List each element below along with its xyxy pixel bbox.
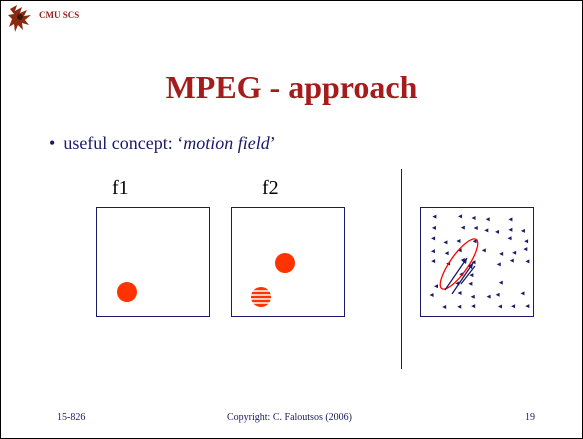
motion-vector-icon: [468, 281, 473, 286]
motion-vector-icon: [470, 294, 475, 299]
motion-vector-icon: [457, 304, 462, 309]
bullet-italic-term: motion field: [183, 133, 270, 153]
header-label: CMU SCS: [39, 10, 80, 20]
vertical-divider: [401, 169, 402, 369]
motion-vector-icon: [498, 280, 503, 285]
motion-vector-icon: [431, 259, 436, 264]
motion-vector-icon: [524, 239, 529, 244]
frame-f2-label: f2: [262, 177, 279, 199]
footer-course: 15-826: [57, 412, 86, 423]
motion-vector-icon: [523, 247, 528, 252]
motion-vector-icon: [495, 229, 500, 234]
motion-ellipse: [439, 238, 479, 290]
bullet-item: • useful concept: ‘motion field’: [49, 133, 276, 154]
motion-vector-icon: [472, 239, 477, 244]
ball-striped-icon: [251, 287, 271, 307]
slide-title: MPEG - approach: [165, 69, 418, 105]
motion-vector-icon: [508, 217, 513, 222]
motion-vector-icon: [457, 248, 462, 253]
bullet-prefix: useful concept:: [63, 133, 178, 153]
motion-field-box: [420, 207, 534, 317]
motion-vector-icon: [507, 236, 512, 241]
frame-f2-drawing: [251, 253, 295, 307]
motion-vector-icon: [473, 225, 478, 230]
motion-vector-icon: [471, 216, 476, 221]
motion-vector-icon: [457, 291, 462, 296]
motion-field-drawing: [429, 214, 530, 310]
motion-vector-icon: [512, 250, 517, 255]
motion-vector-icon: [456, 239, 461, 244]
motion-vector-icon: [496, 262, 501, 267]
ball-moved-icon: [275, 253, 295, 273]
motion-vector-icon: [443, 240, 448, 245]
motion-vector-icon: [458, 214, 463, 219]
motion-vector-icon: [442, 305, 447, 310]
motion-vector-icon: [508, 227, 513, 232]
motion-vector-icon: [509, 258, 514, 263]
motion-vector-icon: [469, 273, 474, 278]
motion-vector-icon: [485, 217, 490, 222]
motion-vector-icon: [429, 293, 434, 298]
ball-icon: [117, 282, 137, 302]
footer-page-number: 19: [525, 412, 535, 423]
motion-vector-icon: [499, 251, 504, 256]
motion-vector-icon: [471, 304, 476, 309]
motion-vector-icon: [520, 228, 525, 233]
dragon-logo-icon: [8, 5, 31, 32]
motion-vector-icon: [444, 251, 449, 256]
motion-vector-icon: [486, 294, 491, 299]
motion-vector-icon: [431, 236, 436, 241]
bullet-close-quote: ’: [269, 133, 276, 153]
frame-f1-box: [96, 207, 210, 317]
motion-vector-icon: [433, 284, 438, 289]
frame-f2-box: [231, 207, 345, 317]
frame-f1-label: f1: [112, 177, 129, 199]
motion-vector-icon: [471, 260, 476, 265]
motion-vector-icon: [431, 225, 436, 230]
motion-vector-icon: [495, 292, 500, 297]
motion-vector-icon: [460, 225, 465, 230]
motion-vector-icon: [497, 304, 502, 309]
motion-vector-icon: [525, 259, 530, 264]
motion-vector-icon: [525, 304, 530, 309]
bullet-open-quote: ‘: [177, 133, 184, 153]
motion-vector-icon: [481, 248, 486, 253]
frame-f1-drawing: [117, 282, 137, 302]
footer-copyright: Copyright: C. Faloutsos (2006): [227, 412, 353, 423]
motion-vector-icon: [520, 291, 525, 296]
motion-vector-icon: [432, 214, 437, 219]
motion-vector-icon: [484, 228, 489, 233]
motion-vector-icon: [430, 249, 435, 254]
bullet-dot-icon: •: [49, 133, 56, 153]
motion-vector-icon: [511, 304, 516, 309]
